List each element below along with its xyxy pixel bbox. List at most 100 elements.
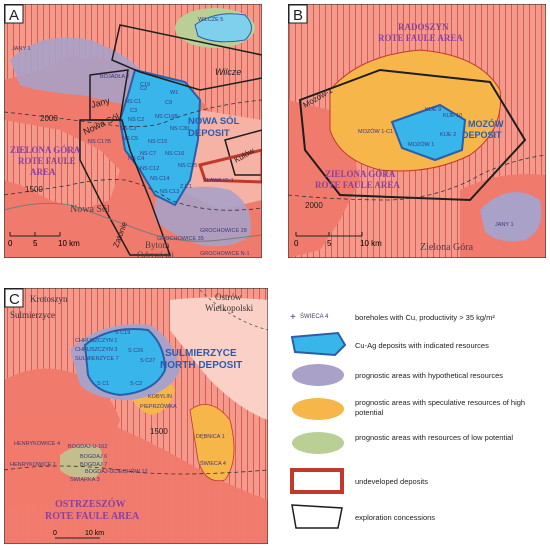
town-zielona-gora-label: Zielona Góra — [420, 242, 474, 253]
contour-1500-a — [4, 179, 262, 211]
borehole-label: NS C7 — [140, 151, 156, 157]
zg-region-b-label-1: ZIELONA GÓRA — [325, 169, 396, 179]
hypothetical-area-a2 — [155, 186, 251, 247]
concession-wilcze — [111, 24, 262, 91]
borehole-label: NS C15 — [148, 139, 167, 145]
borehole-label: KOBYLIN — [148, 394, 172, 400]
scale-c-0: 0 — [53, 530, 57, 537]
legend-conc-text: exploration concessions — [355, 513, 435, 522]
borehole-label: C19 — [140, 82, 150, 88]
panel-c-letter-box — [4, 288, 24, 308]
panel-b-letter-box — [288, 4, 308, 24]
borehole-label: NS C13 — [160, 189, 179, 195]
borehole-label: DĘBNICA 1 — [196, 434, 225, 440]
borehole-label: NS C25 — [178, 163, 197, 169]
town-ostrow-1: Ostrów — [215, 292, 242, 302]
ostrzeszow-label-1: OSTRZESZÓW — [55, 498, 126, 510]
scale-c-10: 10 km — [85, 530, 104, 537]
town-nowa-sol-label: Nowa Sól — [70, 204, 110, 215]
radoszyn-label-1: RADOSZYN — [398, 22, 449, 32]
borehole-label: NS C3 — [120, 126, 136, 132]
contour-2000-b-label: 2000 — [305, 201, 323, 210]
zg-region-label-3: AREA — [30, 167, 56, 177]
nowa-sol-deposit-label-1: NOWA SÓL — [188, 115, 240, 127]
legend-cuag-swatch — [290, 331, 347, 357]
panel-c-letter: C — [9, 291, 20, 308]
borehole-label: W1 — [170, 90, 178, 96]
town-bytom-label-1: Bytom — [145, 240, 170, 250]
borehole-label: MOZÓW 1 — [408, 141, 434, 148]
borehole-label: PIEPRZÓWKA — [140, 403, 177, 410]
contour-2000-a-label: 2000 — [40, 114, 58, 123]
town-ostrow-2: Wielkopolski — [205, 303, 254, 313]
hypothetical-area-a1 — [10, 37, 145, 110]
borehole-label: NS C12 — [140, 166, 159, 172]
legend-low: prognostic areas with resources of low p… — [292, 432, 513, 454]
legend-spec-text: prognostic areas with speculative resour… — [355, 398, 526, 417]
legend-hyp-swatch — [292, 364, 344, 386]
borehole-label: BOJADŁA 2 — [100, 74, 129, 80]
scale-a-10: 10 km — [58, 239, 80, 248]
sulmierzyce-deposit-label-2: NORTH DEPOSIT — [160, 360, 242, 371]
borehole-label: MOZÓW 1-C1 — [358, 128, 393, 135]
legend-undev: undeveloped deposits — [290, 468, 428, 494]
zg-region-label-1: ZIELONA GÓRA — [10, 145, 81, 155]
borehole-label: GROCHOWICE N-1 — [200, 251, 250, 257]
borehole-label: HENRYKOWICE 4 — [14, 441, 60, 447]
rote-faule-hatch-a2 — [4, 120, 120, 210]
panel-b-letter: B — [293, 7, 303, 24]
borehole-label: NS C1 — [125, 99, 141, 105]
zg-region-label-2: ROTE FAULE — [18, 156, 76, 166]
panel-a-letter: A — [9, 7, 19, 24]
contour-2000-b — [288, 154, 546, 201]
zg-region-b-label-2: ROTE FAULE AREA — [315, 180, 400, 190]
legend: + ŚWIECA 4 boreholes with Cu, productivi… — [290, 312, 526, 529]
undeveloped-deposit-a — [198, 148, 262, 184]
town-krotoszyn: Krotoszyn — [30, 294, 68, 304]
borehole-label: WILCZE 5 — [198, 17, 223, 23]
mozow-deposit-label-1: MOZÓW — [468, 118, 504, 129]
hypothetical-area-b — [480, 192, 542, 242]
borehole-label: NS C14 — [150, 176, 169, 182]
borehole-label: ŚWIECA 4 — [200, 459, 226, 467]
borehole-label: KIJE 10 — [443, 113, 462, 119]
borehole-label: NS C4 — [128, 156, 144, 162]
radoszyn-label-2: ROTE FAULE AREA — [378, 33, 463, 43]
contour-c — [4, 465, 268, 475]
scale-b-0: 0 — [294, 239, 299, 248]
contour-c-label: 1500 — [150, 427, 168, 436]
panel-a: A NOWA SÓL DEPOSIT ZIELONA GÓRA ROTE FAU… — [4, 4, 262, 260]
legend-low-text: prognostic areas with resources of low p… — [355, 433, 513, 442]
scale-b-5: 5 — [327, 239, 332, 248]
legend-borehole-symbol-label: ŚWIECA 4 — [300, 312, 329, 320]
speculative-area-c1 — [189, 403, 235, 482]
sulmierzyce-deposit-area — [83, 328, 167, 397]
borehole-label: GROCHOWICE 35 — [157, 236, 204, 242]
contour-1500-a-label: 1500 — [25, 185, 43, 194]
borehole-label: CHRUSZCZYN 3 — [75, 347, 117, 353]
legend-hyp-text: prognostic areas with hypothetical resou… — [355, 371, 503, 380]
borehole-plus-icon: + — [290, 312, 296, 323]
panel-c: C Krotoszyn Sulmierzyce Ostrów Wielkopol… — [4, 288, 268, 544]
borehole-label: SULMIERZYCE 7 — [75, 356, 119, 362]
legend-conc: exploration concessions — [291, 504, 435, 529]
borehole-label: JANY 1 — [12, 46, 31, 52]
river-a — [4, 202, 262, 242]
town-bytom-label-2: Odrzański — [137, 250, 174, 260]
concession-jany-label: Jany — [90, 95, 111, 110]
borehole-label: SWIĄRKA 3 — [70, 477, 100, 483]
borehole-label: KIJE 9 — [425, 107, 441, 113]
pale-area-c — [170, 297, 268, 420]
scale-a-5: 5 — [33, 239, 38, 248]
mozow-deposit-area — [390, 103, 467, 162]
borehole-label: NS C17B — [88, 139, 111, 145]
legend-spec: prognostic areas with speculative resour… — [292, 398, 526, 420]
borehole-label: JANY 1 — [495, 222, 514, 228]
concession-nowa-sol — [79, 119, 172, 256]
legend-undev-text: undeveloped deposits — [355, 477, 428, 486]
legend-cuag-text: Cu-Ag deposits with indicated resources — [355, 341, 489, 350]
panel-a-letter-box — [4, 4, 24, 24]
boreholes-a: JANY 1 BOJADŁA 2 WILCZE 5 NS C17B NS C3 … — [12, 17, 250, 257]
boreholes-b: KIJE 9 KIJE 10 MOZÓW 1-C1 MOZÓW 1 KIJE 2… — [358, 107, 514, 228]
deposit-wilcze — [194, 13, 252, 43]
